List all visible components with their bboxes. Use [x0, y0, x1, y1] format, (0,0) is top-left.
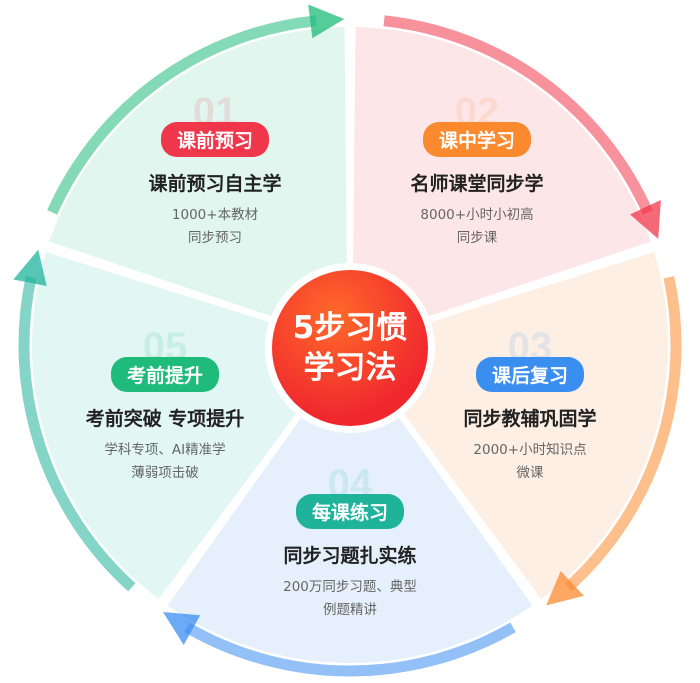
- center-line2: 学习法: [303, 350, 397, 386]
- arrowhead-icon: [630, 200, 661, 239]
- arrow-arc: [18, 276, 136, 592]
- step-title: 考前突破 专项提升: [85, 408, 245, 430]
- center-title: 5步习惯 学习法: [265, 263, 435, 433]
- step-01: 01 课前预习 课前预习自主学 1000+本教材同步预习: [95, 92, 335, 250]
- step-desc: 同步预习: [188, 230, 242, 246]
- arrow-arc: [383, 15, 653, 215]
- step-title: 同步教辅巩固学: [463, 408, 597, 430]
- step-badge: 每课练习: [295, 494, 404, 529]
- step-04: 04 每课练习 同步习题扎实练 200万同步习题、典型例题精讲: [230, 464, 470, 622]
- step-desc: 薄弱项击破: [131, 465, 199, 481]
- step-badge: 课前预习: [160, 122, 269, 157]
- step-desc: 200万同步习题、典型: [283, 579, 417, 595]
- step-desc: 例题精讲: [323, 602, 377, 618]
- step-02: 02 课中学习 名师课堂同步学 8000+小时小初高同步课: [357, 92, 597, 250]
- step-title: 课前预习自主学: [148, 173, 282, 195]
- step-badge: 课中学习: [422, 122, 531, 157]
- arrow-arc: [564, 276, 682, 592]
- step-desc: 微课: [516, 465, 544, 481]
- arrowhead-icon: [163, 612, 201, 645]
- step-desc: 1000+本教材: [171, 207, 259, 223]
- sector-01: [352, 27, 651, 342]
- step-desc: 学科专项、AI精准学: [104, 442, 226, 458]
- arrowhead-icon: [13, 249, 47, 287]
- step-desc: 2000+小时知识点: [473, 442, 587, 458]
- arrow-arc: [47, 15, 317, 215]
- arrowhead-icon: [308, 4, 345, 39]
- step-05: 05 考前提升 考前突破 专项提升 学科专项、AI精准学薄弱项击破: [45, 327, 285, 485]
- step-badge: 考前提升: [110, 357, 219, 392]
- step-title: 名师课堂同步学: [410, 173, 544, 195]
- arrow-arc: [184, 622, 516, 677]
- arrowhead-icon: [546, 570, 584, 606]
- step-badge: 课后复习: [475, 357, 584, 392]
- sector-05: [49, 27, 348, 342]
- center-line1: 5步习惯: [292, 310, 408, 346]
- step-03: 03 课后复习 同步教辅巩固学 2000+小时知识点微课: [410, 327, 650, 485]
- step-desc: 8000+小时小初高: [420, 207, 534, 223]
- step-title: 同步习题扎实练: [283, 545, 417, 567]
- step-desc: 同步课: [456, 230, 498, 246]
